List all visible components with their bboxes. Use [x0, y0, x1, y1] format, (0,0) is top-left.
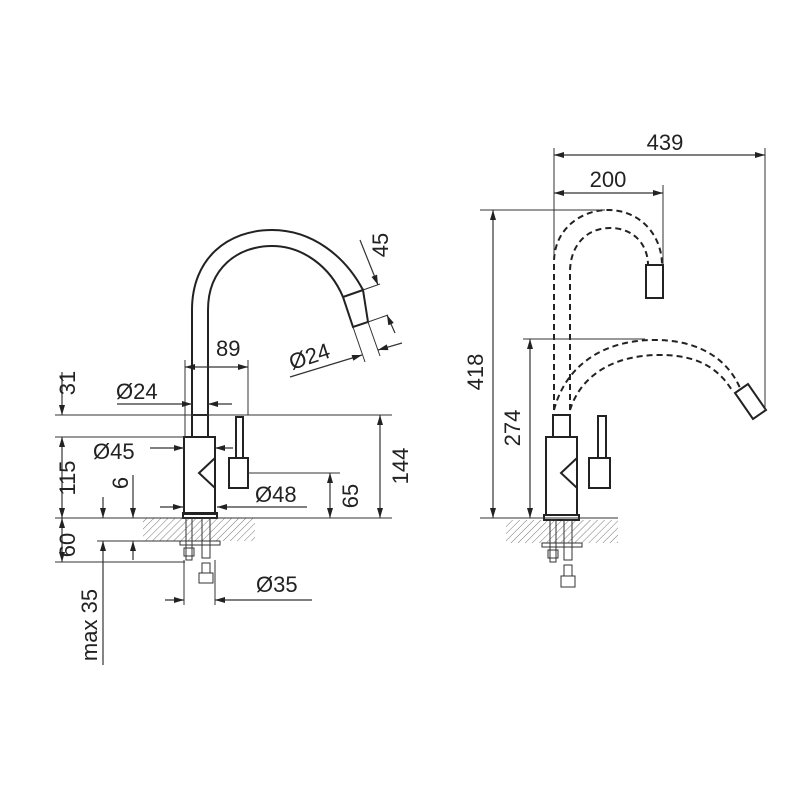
nozzle: [341, 288, 370, 329]
dim-144-label: 144: [388, 448, 413, 485]
neck: [191, 414, 209, 438]
left-dimensions: 31 115 60 max 35 6 Ø24 89 Ø45 Ø48 65 144…: [55, 233, 413, 665]
countertop-hatch: [506, 520, 618, 543]
left-faucet: [143, 228, 370, 584]
dim-d35-label: Ø35: [256, 572, 298, 597]
dim-439-label: 439: [647, 130, 684, 155]
base-plate: [182, 512, 218, 519]
dim-89-label: 89: [216, 336, 240, 361]
dim-31-label: 31: [55, 371, 80, 395]
lever-rod: [597, 415, 607, 459]
dim-60-label: 60: [55, 533, 80, 557]
dim-115-label: 115: [55, 460, 80, 495]
lever-wedge: [197, 455, 216, 491]
lever-block: [228, 457, 249, 489]
dim-6-label: 6: [108, 477, 133, 489]
lever-wedge: [559, 455, 578, 491]
lever-rod: [235, 416, 244, 459]
nozzle-lowered: [733, 382, 768, 421]
dim-418-label: 418: [463, 354, 488, 391]
spout-outer: [191, 228, 364, 415]
right-dimensions: 439 200 418 274: [463, 130, 766, 519]
right-faucet: [506, 208, 768, 588]
body: [545, 436, 578, 516]
spout-lowered-inner: [569, 353, 734, 411]
spout-raised-inner: [569, 226, 649, 410]
dim-d48-label: Ø48: [255, 482, 297, 507]
countertop-hatch: [143, 518, 255, 541]
lever-block: [588, 457, 611, 489]
body: [183, 436, 216, 515]
dim-65-label: 65: [338, 484, 363, 508]
dim-d24-neck-label: Ø24: [116, 379, 158, 404]
dim-d45-label: Ø45: [93, 439, 135, 464]
spout-inner: [207, 244, 344, 415]
dim-45-label: 45: [368, 233, 393, 257]
spout-raised-outer: [553, 208, 663, 410]
nozzle-raised: [645, 264, 664, 299]
neck: [552, 414, 571, 438]
dim-200-label: 200: [590, 167, 627, 192]
mounting-hardware: [541, 519, 583, 588]
dim-d24-nozzle-label: Ø24: [286, 338, 333, 375]
dim-max35-label: max 35: [77, 589, 102, 661]
spout-lowered-outer: [553, 338, 741, 411]
dim-274-label: 274: [500, 410, 525, 447]
